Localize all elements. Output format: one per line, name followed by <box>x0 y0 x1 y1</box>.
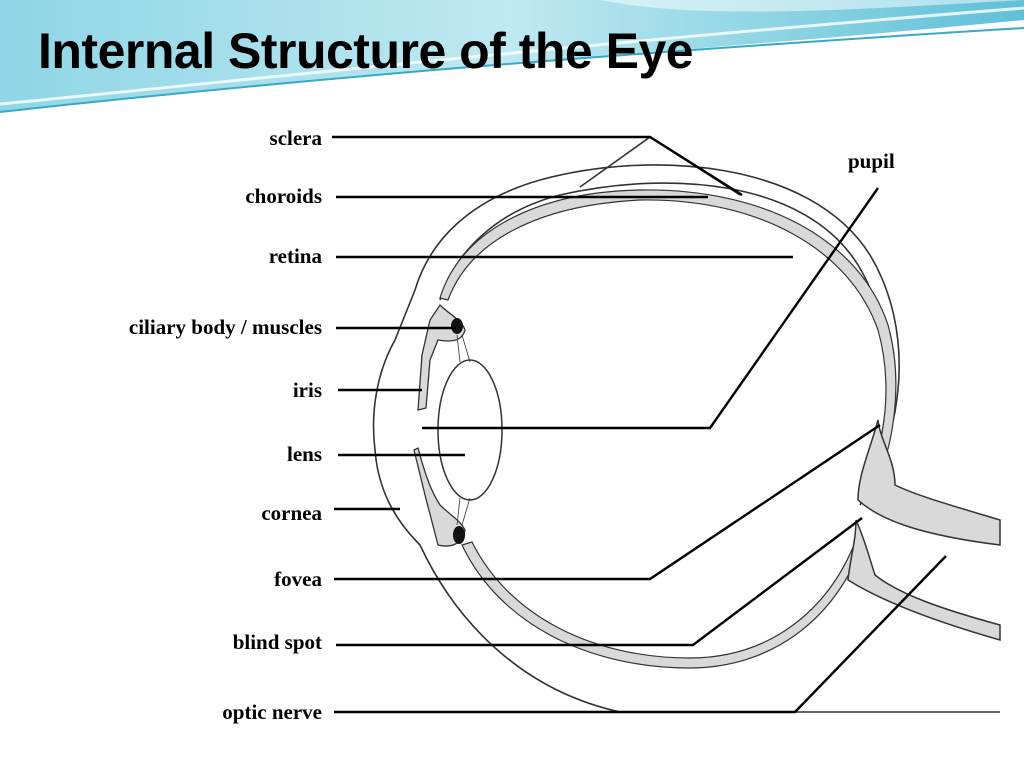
zonular-fibers <box>456 334 471 526</box>
label-retina: retina <box>268 244 322 268</box>
leader-line-sclera <box>332 135 743 197</box>
lens-shape <box>437 359 503 501</box>
leader-line-pupil <box>422 187 879 430</box>
label-fovea: fovea <box>274 567 322 591</box>
label-pupil: pupil <box>848 149 895 173</box>
label-cornea: cornea <box>261 501 322 525</box>
label-optic-nerve: optic nerve <box>222 700 322 724</box>
leader-lines <box>332 135 947 714</box>
label-ciliary-body: ciliary body / muscles <box>128 315 322 339</box>
label-iris: iris <box>292 378 322 402</box>
leader-line-blind-spot <box>336 517 863 647</box>
ciliary-iris-lower <box>413 447 466 547</box>
choroid-retina-band-lower <box>461 539 863 669</box>
ciliary-muscle-upper-icon <box>451 318 463 334</box>
label-choroids: choroids <box>245 184 322 208</box>
ciliary-muscle-lower-icon <box>453 526 465 544</box>
label-sclera: sclera <box>269 126 322 150</box>
leader-line-optic-nerve <box>334 555 947 714</box>
optic-nerve-shape <box>847 419 1001 641</box>
choroid-retina-band <box>439 189 897 501</box>
label-lens: lens <box>286 442 322 466</box>
header-swoosh-decoration <box>0 0 1024 113</box>
leader-line-fovea <box>334 424 881 581</box>
slide-title: Internal Structure of the Eye <box>38 23 694 79</box>
label-blind-spot: blind spot <box>232 630 322 654</box>
